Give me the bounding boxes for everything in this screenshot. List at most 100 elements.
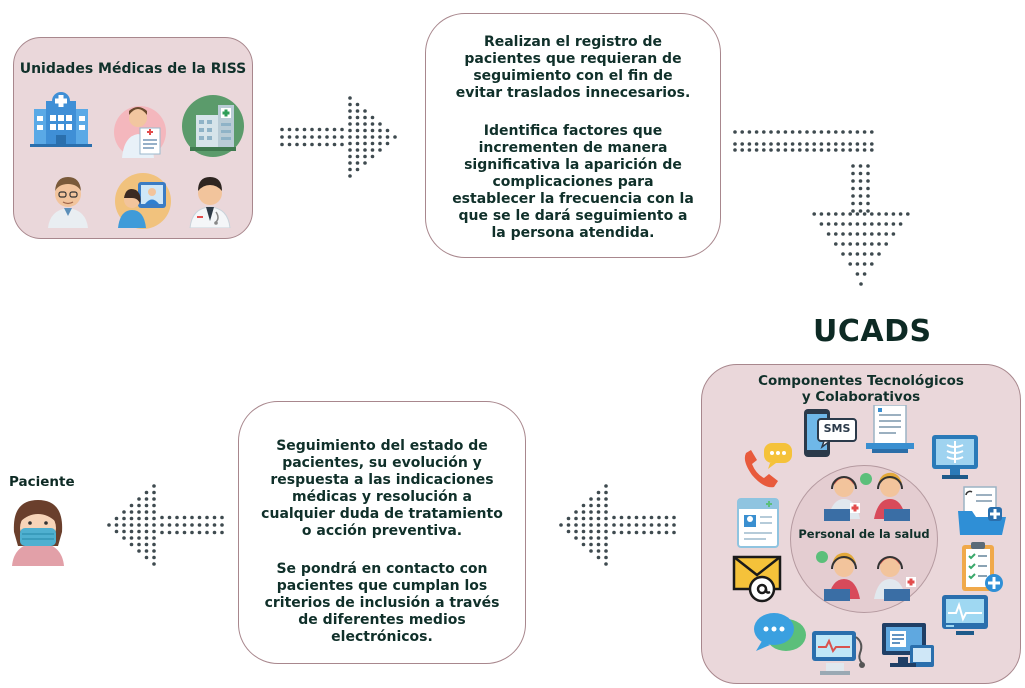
arrow-dot — [866, 179, 870, 183]
arrow-dot — [220, 523, 224, 527]
arrow-dot — [884, 222, 888, 226]
arrow-dot — [884, 232, 888, 236]
arrow-dot — [672, 515, 676, 520]
arrow-componentes-to-seguimiento — [559, 484, 676, 566]
arrow-dot — [348, 135, 352, 139]
arrow-dot — [122, 529, 126, 534]
arrow-dot — [826, 232, 831, 236]
sms-text: SMS — [823, 422, 851, 435]
arrow-dot — [348, 167, 352, 172]
arrow-dot — [862, 232, 867, 236]
arrow-dot — [137, 503, 141, 508]
arrow-dot — [152, 529, 156, 534]
arrow-dot — [862, 148, 867, 152]
arrow-dot — [604, 555, 608, 560]
arrow-dot — [370, 154, 375, 159]
arrow-dot — [596, 536, 601, 540]
arrow-dot — [855, 212, 860, 216]
arrow-dot — [144, 549, 149, 553]
arrow-dot — [122, 523, 126, 527]
arrow-dot — [783, 148, 788, 152]
arrow-dot — [160, 515, 164, 520]
arrow-dot — [596, 549, 601, 553]
arrow-dot — [287, 127, 292, 132]
arrow-dots — [280, 96, 397, 178]
arrow-dot — [848, 148, 852, 152]
arrow-dot — [812, 148, 816, 152]
arrow-dot — [858, 179, 863, 183]
arrow-dot — [642, 530, 646, 535]
arrow-dot — [378, 148, 382, 152]
arrow-dot — [596, 510, 601, 514]
arrow-dot — [129, 523, 134, 527]
masked-patient-icon — [8, 498, 68, 566]
arrow-dot — [634, 523, 639, 527]
arrow-dot — [363, 109, 367, 113]
arrow-dot — [866, 201, 870, 206]
arrow-dot — [783, 130, 788, 134]
arrow-dot — [754, 142, 759, 146]
arrow-dot — [604, 542, 608, 547]
arrow-dot — [834, 242, 838, 246]
arrow-dot — [190, 515, 194, 520]
arrow-dot — [848, 262, 852, 266]
arrow-dot — [762, 148, 766, 152]
arrow-dot — [841, 148, 845, 152]
arrow-dot — [589, 529, 593, 534]
arrow-dot — [589, 542, 593, 547]
arrow-dot — [762, 130, 766, 134]
arrow-dot — [310, 135, 314, 139]
arrow-dot — [848, 222, 852, 226]
arrow-dot — [841, 212, 845, 216]
arrow-dot — [589, 549, 593, 553]
arrow-dot — [589, 536, 593, 540]
arrow-dot — [619, 515, 624, 520]
arrow-dot — [363, 154, 367, 159]
arrow-dot — [612, 523, 616, 527]
arrow-dot — [604, 490, 608, 495]
arrow-dot — [851, 209, 855, 213]
arrow-dot — [129, 536, 134, 540]
arrow-dot — [295, 135, 299, 139]
arrow-dot — [790, 148, 795, 152]
arrow-dot — [826, 212, 831, 216]
arrow-dot — [280, 127, 284, 132]
arrow-dot — [877, 222, 881, 226]
arrow-dot — [589, 523, 593, 527]
arrow-dot — [137, 510, 141, 514]
arrow-dot — [664, 515, 669, 520]
arrow-dot — [859, 282, 863, 286]
arrow-dot — [740, 130, 744, 134]
arrow-dot — [182, 530, 187, 535]
arrow-dot — [866, 164, 870, 168]
arrow-dot — [848, 142, 852, 146]
arrow-dot — [826, 130, 831, 134]
arrow-dot — [589, 503, 593, 508]
arrow-dot — [870, 252, 874, 256]
arrow-dot — [160, 530, 164, 535]
ucads-label: UCADS — [813, 314, 932, 349]
arrow-dot — [363, 148, 367, 152]
arrow-dot — [858, 186, 863, 191]
arrow-dot — [348, 128, 352, 133]
arrow-dot — [287, 142, 292, 147]
arrow-dot — [819, 130, 824, 134]
arrow-dot — [747, 130, 752, 134]
arrow-dot — [197, 515, 202, 520]
arrow-dot — [144, 529, 149, 534]
arrow-dot — [619, 523, 624, 527]
arrow-dot — [332, 135, 337, 139]
arrow-dot — [355, 167, 360, 172]
arrow-dot — [566, 523, 571, 527]
arrow-dot — [870, 212, 874, 216]
arrow-dot — [862, 222, 867, 226]
arrow-dot — [190, 523, 194, 527]
arrow-dot — [212, 530, 217, 535]
arrow-dot — [205, 523, 209, 527]
arrow-dot — [870, 130, 874, 134]
arrow-dot — [596, 497, 601, 501]
arrow-dot — [596, 529, 601, 534]
arrow-dot — [877, 252, 881, 256]
arrow-dot — [604, 562, 608, 566]
arrow-dot — [855, 130, 860, 134]
